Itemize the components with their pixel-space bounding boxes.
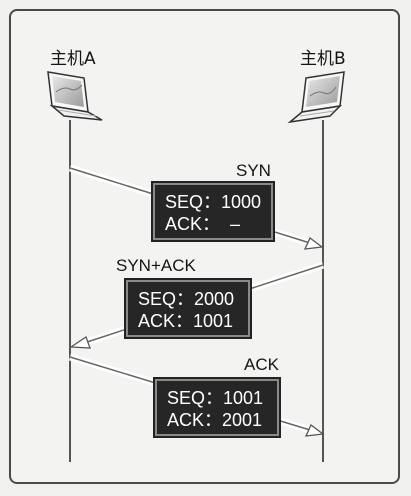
host-b-label: 主机B [300, 49, 346, 69]
syn-message-box: SEQ：1000 ACK： – [151, 181, 275, 242]
seq-value: SEQ：2000 [138, 289, 235, 309]
seq-value: SEQ：1001 [167, 388, 264, 408]
syn-ack-message-box: SEQ：2000 ACK：1001 [124, 278, 252, 339]
ack-value: ACK： – [165, 214, 241, 234]
host-a-label: 主机A [50, 49, 96, 69]
laptop-icon [287, 71, 345, 124]
ack-value: ACK：1001 [138, 311, 234, 331]
seq-value: SEQ：1000 [165, 192, 262, 212]
ack-label: ACK [244, 355, 279, 374]
ack-value: ACK：2001 [167, 410, 263, 430]
syn-ack-label: SYN+ACK [116, 256, 196, 275]
ack-message-box: SEQ：1001 ACK：2001 [153, 377, 281, 438]
syn-label: SYN [236, 161, 271, 180]
laptop-icon [47, 71, 103, 121]
